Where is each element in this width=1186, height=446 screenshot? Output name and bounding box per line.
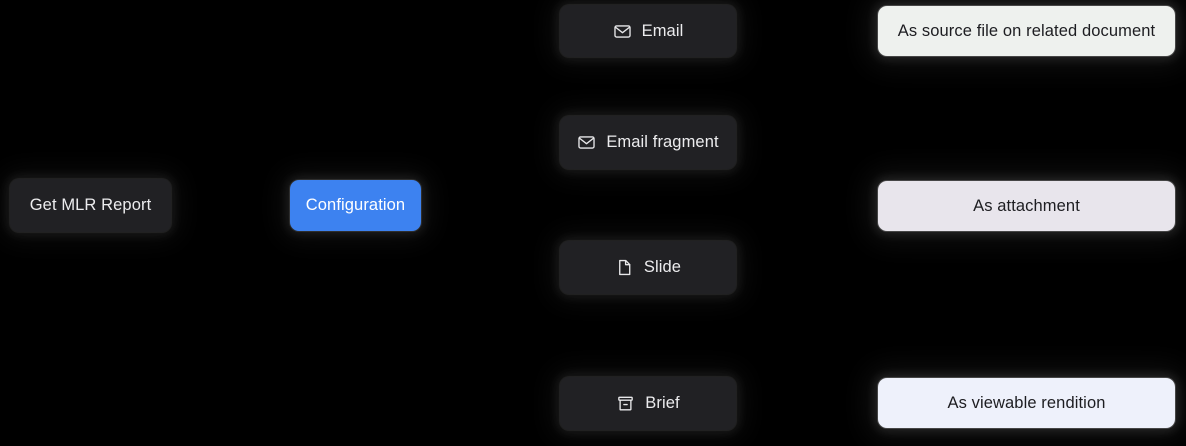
node-label: As source file on related document — [897, 21, 1156, 40]
node-as-viewable-rendition[interactable]: As viewable rendition — [878, 378, 1175, 428]
node-label: Get MLR Report — [29, 196, 152, 215]
node-get-mlr-report[interactable]: Get MLR Report — [10, 179, 171, 232]
node-slide[interactable]: Slide — [560, 241, 736, 294]
node-label: Configuration — [305, 196, 406, 215]
envelope-icon — [613, 22, 632, 41]
node-label: Slide — [643, 258, 682, 277]
archive-box-icon — [616, 394, 635, 413]
node-label: As attachment — [973, 196, 1080, 215]
node-email-fragment[interactable]: Email fragment — [560, 116, 736, 169]
node-label: As viewable rendition — [947, 393, 1106, 412]
node-label: Email — [641, 21, 684, 40]
node-as-attachment[interactable]: As attachment — [878, 181, 1175, 231]
node-brief[interactable]: Brief — [560, 377, 736, 430]
node-label: Brief — [645, 394, 680, 413]
node-as-source-file[interactable]: As source file on related document — [878, 6, 1175, 56]
node-configuration[interactable]: Configuration — [290, 180, 421, 231]
file-icon — [615, 258, 634, 277]
node-email[interactable]: Email — [560, 5, 736, 57]
node-label: Email fragment — [606, 133, 719, 152]
envelope-icon — [577, 133, 596, 152]
